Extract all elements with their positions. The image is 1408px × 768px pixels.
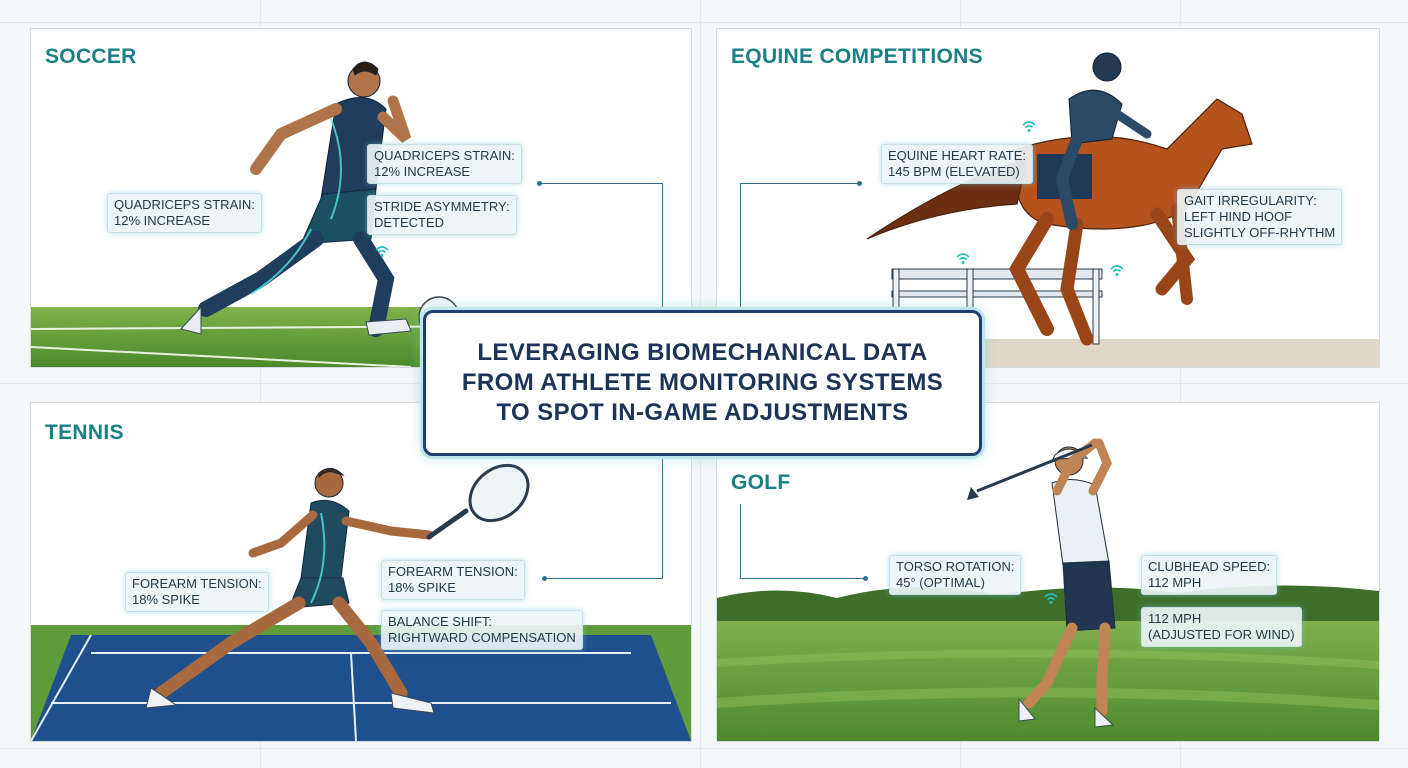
grid-line xyxy=(0,748,1408,749)
headline-line: TO SPOT IN-GAME ADJUSTMENTS xyxy=(496,399,909,426)
metric-callout: EQUINE HEART RATE: 145 BPM (ELEVATED) xyxy=(881,144,1033,184)
metric-label: QUADRICEPS STRAIN: xyxy=(114,197,255,212)
golf-club-icon xyxy=(967,443,1093,500)
grid-line xyxy=(0,22,1408,23)
tennis-panel: TENNIS FOREARM TENSION: 18% SPIKE FOREAR… xyxy=(30,402,692,742)
panel-title: SOCCER xyxy=(45,45,137,68)
metric-value: 145 BPM (ELEVATED) xyxy=(888,164,1020,179)
metric-label: BALANCE SHIFT: xyxy=(388,614,493,629)
wifi-signal-icon xyxy=(1110,265,1124,276)
metric-label: CLUBHEAD SPEED: xyxy=(1148,559,1271,574)
metric-value: 45° (OPTIMAL) xyxy=(896,575,985,590)
metric-callout: TORSO ROTATION: 45° (OPTIMAL) xyxy=(889,555,1022,595)
metric-callout: CLUBHEAD SPEED: 112 MPH xyxy=(1141,555,1278,595)
metric-value: 18% SPIKE xyxy=(132,592,200,607)
metric-value: 12% INCREASE xyxy=(374,164,471,179)
metric-value: 12% INCREASE xyxy=(114,213,211,228)
metric-label: EQUINE HEART RATE: xyxy=(888,148,1026,163)
connector-dot xyxy=(863,576,868,581)
metric-callout: 112 MPH (ADJUSTED FOR WIND) xyxy=(1141,607,1302,647)
metric-label: TORSO ROTATION: xyxy=(896,559,1015,574)
connector-golf xyxy=(740,504,867,579)
metric-callout: QUADRICEPS STRAIN: 12% INCREASE xyxy=(367,144,522,184)
metric-label: STRIDE ASYMMETRY: xyxy=(374,199,510,214)
metric-callout: GAIT IRREGULARITY: LEFT HIND HOOF SLIGHT… xyxy=(1177,189,1343,245)
connector-dot xyxy=(857,181,862,186)
metric-label: FOREARM TENSION: xyxy=(388,564,518,579)
metric-value: SLIGHTLY OFF-RHYTHM xyxy=(1184,225,1336,240)
metric-callout: FOREARM TENSION: 18% SPIKE xyxy=(381,560,525,600)
golf-panel: GOLF TORSO ROTATION: 45° (OPTIMAL) CLUBH… xyxy=(716,402,1380,742)
tennis-scene xyxy=(31,463,691,741)
grid-line xyxy=(1180,0,1181,768)
hurdle-icon xyxy=(891,268,1103,345)
connector-soccer xyxy=(540,183,663,314)
headline-line: FROM ATHLETE MONITORING SYSTEMS xyxy=(461,369,944,396)
metric-label: GAIT IRREGULARITY: xyxy=(1184,193,1317,208)
panel-title: TENNIS xyxy=(45,421,124,444)
metric-label: 112 MPH xyxy=(1148,611,1202,626)
connector-dot xyxy=(542,576,547,581)
metric-callout: STRIDE ASYMMETRY: DETECTED xyxy=(367,195,517,235)
metric-value: (ADJUSTED FOR WIND) xyxy=(1148,627,1295,642)
metric-callout: BALANCE SHIFT: RIGHTWARD COMPENSATION xyxy=(381,610,583,650)
metric-value: 18% SPIKE xyxy=(388,580,456,595)
metric-label: FOREARM TENSION: xyxy=(132,576,262,591)
metric-value: LEFT HIND HOOF xyxy=(1184,209,1293,224)
wifi-signal-icon xyxy=(956,253,970,264)
metric-label: QUADRICEPS STRAIN: xyxy=(374,148,515,163)
metric-callout: FOREARM TENSION: 18% SPIKE xyxy=(125,572,269,612)
wifi-signal-icon xyxy=(1044,593,1058,604)
headline-line: LEVERAGING BIOMECHANICAL DATA xyxy=(477,339,928,366)
connector-dot xyxy=(537,181,542,186)
metric-callout: QUADRICEPS STRAIN: 12% INCREASE xyxy=(107,193,262,233)
wifi-signal-icon xyxy=(375,246,389,257)
grid-line xyxy=(260,0,261,768)
wifi-signal-icon xyxy=(1022,121,1036,132)
panel-title: EQUINE COMPETITIONS xyxy=(731,45,983,68)
headline-card: LEVERAGING BIOMECHANICAL DATA FROM ATHLE… xyxy=(423,310,982,456)
panel-title: GOLF xyxy=(731,471,791,494)
connector-equine xyxy=(740,183,861,314)
metric-value: RIGHTWARD COMPENSATION xyxy=(388,630,576,645)
connector-tennis xyxy=(545,450,663,579)
metric-value: 112 MPH xyxy=(1148,575,1202,590)
tennis-racket-icon xyxy=(426,463,530,540)
metric-value: DETECTED xyxy=(374,215,445,230)
